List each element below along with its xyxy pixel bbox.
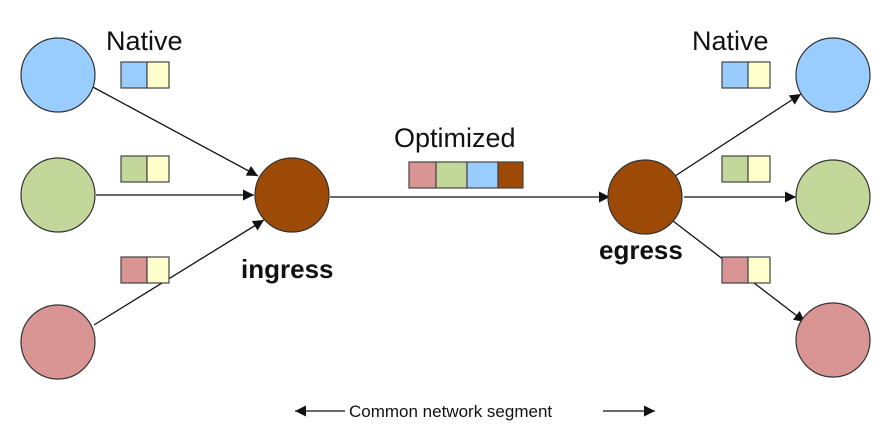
egress-label: egress — [599, 235, 683, 265]
edge-egress-to-blue-destination — [674, 93, 802, 177]
destination-node-red — [795, 302, 871, 378]
edge-red-source-to-ingress — [93, 219, 265, 326]
optimized-segment-green — [435, 161, 468, 189]
source-node-blue — [20, 37, 96, 113]
native-packet-green-left — [120, 155, 170, 183]
egress-node — [607, 159, 683, 235]
destination-node-green — [795, 159, 871, 235]
optimized-segment-brown — [497, 161, 524, 189]
ingress-node — [254, 157, 330, 233]
optimized-segment-blue — [466, 161, 499, 189]
edge-blue-source-to-ingress — [90, 85, 259, 177]
native-label-left: Native — [106, 26, 183, 56]
native-packet-green-right — [721, 155, 771, 183]
optimized-packet — [408, 161, 524, 189]
native-packet-blue-left — [120, 61, 170, 89]
footer-label: Common network segment — [349, 402, 552, 421]
native-packet-red-left — [120, 256, 170, 284]
native-packet-red-right — [721, 256, 771, 284]
optimized-label: Optimized — [394, 123, 516, 153]
optimized-segment-red — [408, 161, 437, 189]
destination-node-blue — [795, 37, 871, 113]
source-node-red — [20, 304, 96, 380]
source-node-green — [20, 157, 96, 233]
ingress-label: ingress — [241, 254, 334, 284]
native-packet-blue-right — [721, 61, 771, 89]
native-label-right: Native — [692, 26, 769, 56]
